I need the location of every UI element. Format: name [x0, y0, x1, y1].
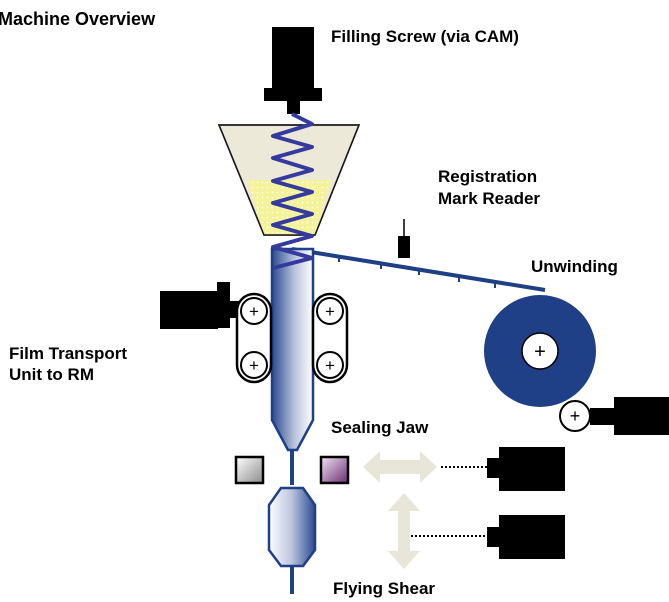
flying-shear-motor [487, 515, 565, 559]
svg-text:+: + [325, 302, 335, 321]
svg-text:+: + [249, 356, 259, 375]
right-transport-belt: + + [311, 292, 349, 384]
unwinding-motor: + [559, 397, 669, 435]
registration-label-line1: Registration [438, 167, 538, 186]
film-web [291, 247, 546, 292]
registration-label-line2: Mark Reader [438, 189, 541, 208]
sealing-jaw-label: Sealing Jaw [331, 418, 429, 437]
diagram-title: Machine Overview [0, 9, 156, 29]
screw-auger [271, 112, 314, 270]
film-transport-label-line1: Film Transport [9, 344, 128, 363]
svg-text:+: + [570, 406, 581, 426]
filling-screw-label: Filling Screw (via CAM) [331, 27, 519, 46]
sealing-jaw-left [234, 455, 265, 485]
unwind-reel: + [484, 295, 596, 407]
horizontal-motion-arrow [363, 451, 437, 483]
flying-shear-label: Flying Shear [333, 579, 436, 598]
forming-tube [267, 247, 317, 594]
sealing-jaw-motor [487, 447, 565, 491]
svg-text:+: + [325, 356, 335, 375]
svg-text:+: + [534, 341, 546, 363]
sealing-jaw-right [319, 455, 350, 485]
film-transport-motor [160, 282, 241, 329]
film-transport-label-line2: Unit to RM [9, 365, 94, 384]
svg-text:+: + [249, 302, 259, 321]
filling-screw-motor [264, 27, 322, 114]
unwinding-label: Unwinding [531, 257, 618, 276]
left-transport-belt: + + [235, 292, 273, 384]
hopper [217, 124, 361, 236]
vertical-motion-arrow [388, 493, 420, 569]
registration-mark-reader [398, 219, 410, 258]
